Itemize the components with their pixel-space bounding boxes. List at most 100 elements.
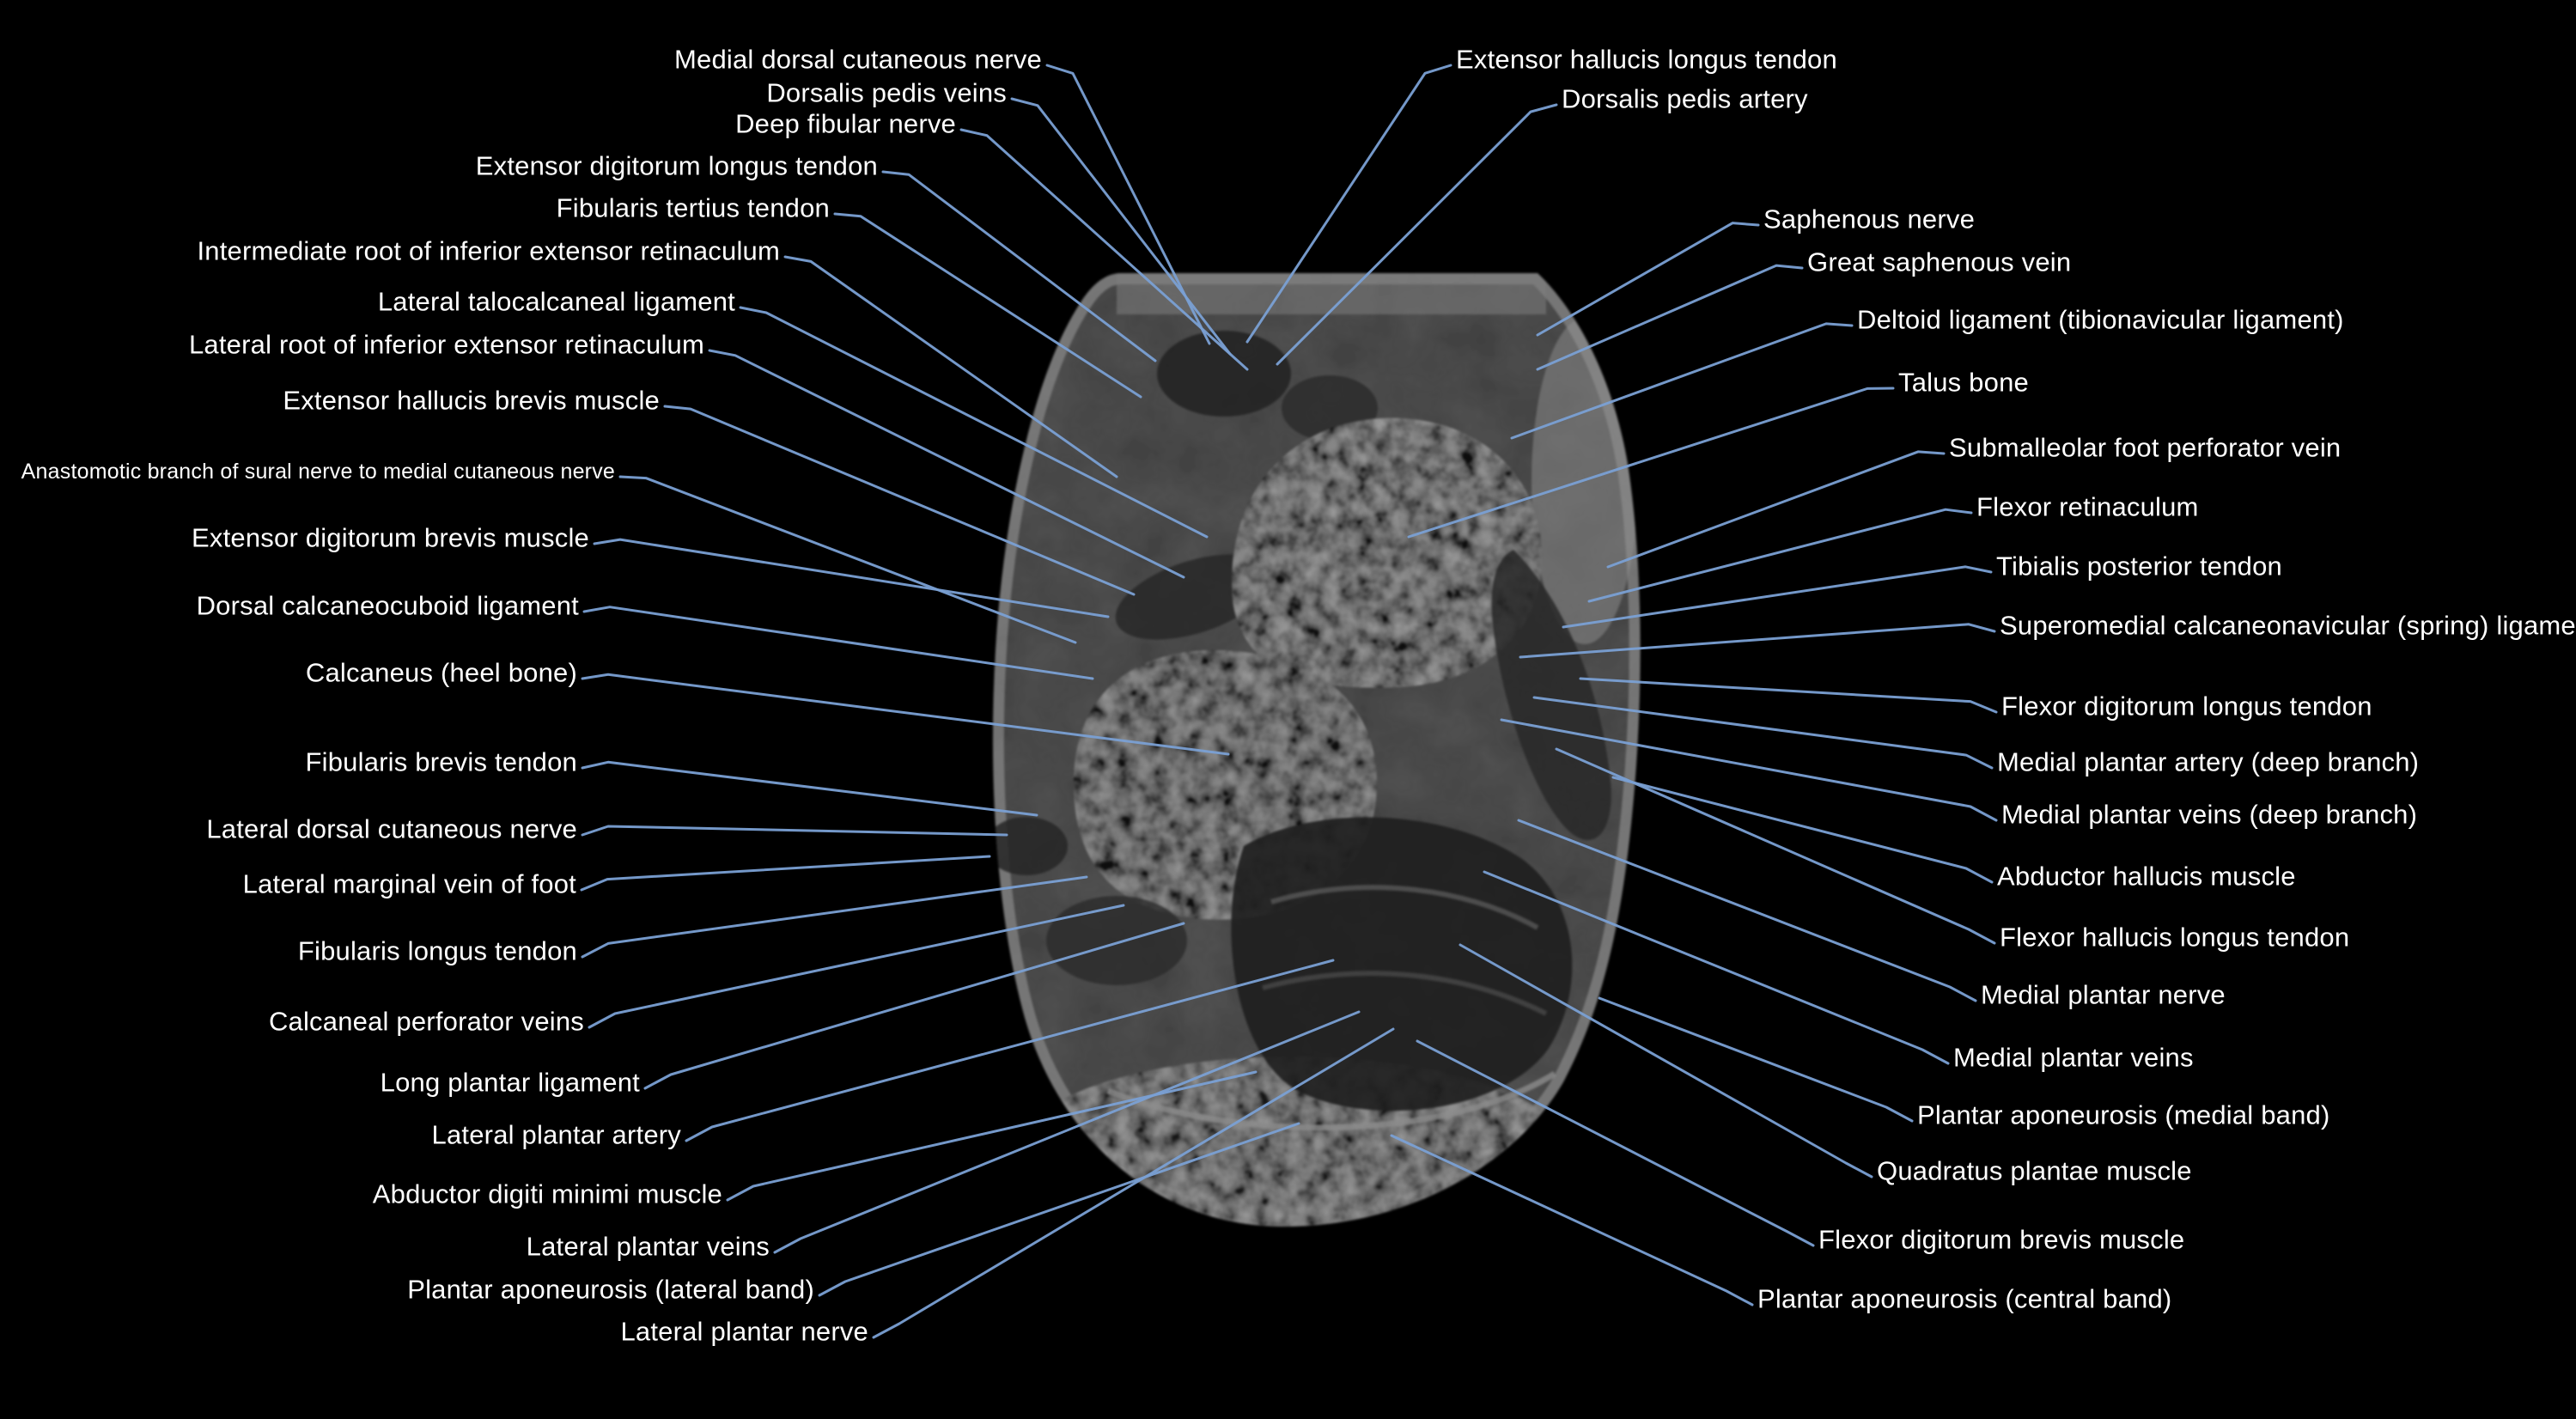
anatomy-label: Fibularis tertius tendon <box>556 192 830 223</box>
leader-line <box>1390 1134 1754 1306</box>
anatomy-label: Lateral marginal vein of foot <box>242 868 576 899</box>
leader-line <box>1532 696 1994 770</box>
anatomy-label: Medial plantar nerve <box>1981 979 2226 1010</box>
anatomy-label: Extensor hallucis longus tendon <box>1456 44 1837 75</box>
leader-line <box>581 673 1230 756</box>
anatomy-label: Lateral plantar veins <box>526 1231 770 1262</box>
anatomy-label: Fibularis brevis tendon <box>305 746 577 777</box>
leader-line <box>773 1010 1361 1254</box>
anatomy-label: Long plantar ligament <box>380 1067 640 1098</box>
anatomy-label: Lateral plantar nerve <box>620 1316 868 1347</box>
leader-line <box>593 538 1110 618</box>
leader-line <box>1519 623 1996 659</box>
anatomy-label: Plantar aponeurosis (medial band) <box>1917 1099 2330 1130</box>
leader-line <box>708 349 1185 579</box>
anatomy-label: Great saphenous vein <box>1807 247 2072 277</box>
dorsal-soft-tissue <box>1117 273 1546 314</box>
leader-line <box>581 875 1088 959</box>
leader-line <box>581 760 1038 817</box>
lateral-dark-region <box>1046 896 1187 985</box>
anatomy-label: Extensor hallucis brevis muscle <box>283 385 660 416</box>
leader-lines-layer <box>580 64 1998 1339</box>
anatomy-label: Superomedial calcaneonavicular (spring) … <box>2000 610 2576 641</box>
leader-line <box>872 1027 1395 1339</box>
leader-line <box>1562 565 1993 629</box>
anatomy-label: Lateral root of inferior extensor retina… <box>188 329 704 360</box>
leader-line <box>1483 870 1950 1065</box>
leader-line <box>663 405 1136 596</box>
leader-line <box>1045 64 1211 345</box>
anatomy-label: Saphenous nerve <box>1763 204 1976 234</box>
anatomy-label: Flexor digitorum brevis muscle <box>1818 1224 2185 1255</box>
leader-line <box>1555 747 1996 945</box>
muscle-septum <box>1270 885 1539 930</box>
leader-line <box>881 170 1157 362</box>
anatomy-label: Talus bone <box>1898 367 2029 398</box>
plantar-aponeurosis-line <box>1106 1071 1556 1131</box>
anatomy-label: Flexor hallucis longus tendon <box>2000 922 2350 953</box>
anatomy-label: Abductor hallucis muscle <box>1997 861 2296 892</box>
leader-line <box>1606 450 1946 569</box>
leader-line <box>959 128 1249 371</box>
leader-line <box>1010 97 1232 356</box>
anatomy-label: Extensor digitorum brevis muscle <box>192 522 589 553</box>
anatomy-label: Plantar aponeurosis (central band) <box>1757 1283 2172 1314</box>
leader-line <box>833 212 1142 399</box>
leader-line <box>581 825 1008 837</box>
leader-line <box>1517 819 1977 1002</box>
leader-line <box>1536 222 1760 337</box>
leader-line <box>783 255 1118 478</box>
leader-line <box>1611 776 1994 884</box>
leader-line <box>1598 996 1914 1123</box>
leader-line <box>1459 943 1873 1178</box>
leader-line <box>1245 64 1452 344</box>
leader-line <box>685 959 1335 1142</box>
muscle-septum <box>1262 971 1548 1016</box>
anatomy-label: Calcaneal perforator veins <box>268 1006 584 1037</box>
anatomy-label: Tibialis posterior tendon <box>1996 551 2282 582</box>
dorsal-dark-region <box>1157 331 1291 417</box>
leader-line <box>739 306 1209 539</box>
anatomy-label: Fibularis longus tendon <box>297 935 577 966</box>
leader-line <box>588 904 1125 1029</box>
leader-line <box>1500 718 1998 822</box>
anatomy-label: Dorsal calcaneocuboid ligament <box>196 590 579 621</box>
leader-line <box>1276 103 1558 366</box>
anatomy-label: Medial plantar veins <box>1953 1042 2194 1073</box>
anatomy-label: Calcaneus (heel bone) <box>305 657 577 688</box>
anatomy-label: Flexor digitorum longus tendon <box>2001 691 2372 722</box>
anatomy-label: Plantar aponeurosis (lateral band) <box>407 1274 814 1305</box>
anatomy-label: Extensor digitorum longus tendon <box>475 150 878 181</box>
anatomy-label: Medial plantar artery (deep branch) <box>1997 746 2420 777</box>
leader-line <box>1587 508 1973 603</box>
medial-tendon-band <box>1491 550 1611 840</box>
anatomy-label: Deep fibular nerve <box>735 108 956 139</box>
leader-line <box>1510 322 1854 440</box>
anatomy-label: Intermediate root of inferior extensor r… <box>197 235 780 266</box>
leader-line <box>1407 387 1895 539</box>
anatomy-label: Medial plantar veins (deep branch) <box>2001 799 2418 830</box>
anatomy-label: Lateral plantar artery <box>431 1119 681 1150</box>
peroneal-tendon-region <box>992 817 1068 875</box>
anatomy-label: Dorsalis pedis veins <box>766 77 1007 108</box>
leader-line <box>1579 677 1998 714</box>
anatomy-label: Deltoid ligament (tibionavicular ligamen… <box>1857 304 2344 335</box>
anatomy-label: Abductor digiti minimi muscle <box>372 1178 722 1209</box>
leader-line <box>580 855 991 892</box>
leader-line <box>1536 264 1804 371</box>
leader-line <box>726 1070 1258 1202</box>
anatomy-label: Submalleolar foot perforator vein <box>1949 432 2342 463</box>
leader-line <box>1416 1039 1815 1247</box>
anatomy-label: Anastomotic branch of sural nerve to med… <box>21 459 615 484</box>
anatomy-label: Lateral talocalcaneal ligament <box>377 286 735 317</box>
anatomy-label: Flexor retinaculum <box>1976 491 2199 522</box>
talus-bone-shape <box>1231 417 1543 688</box>
leader-line <box>582 606 1094 680</box>
anatomy-label: Dorsalis pedis artery <box>1562 83 1808 114</box>
anatomy-label: Lateral dorsal cutaneous nerve <box>206 813 577 844</box>
anatomy-label: Medial dorsal cutaneous nerve <box>674 44 1042 75</box>
anatomy-label: Quadratus plantae muscle <box>1877 1155 2192 1186</box>
leader-line <box>643 922 1185 1090</box>
